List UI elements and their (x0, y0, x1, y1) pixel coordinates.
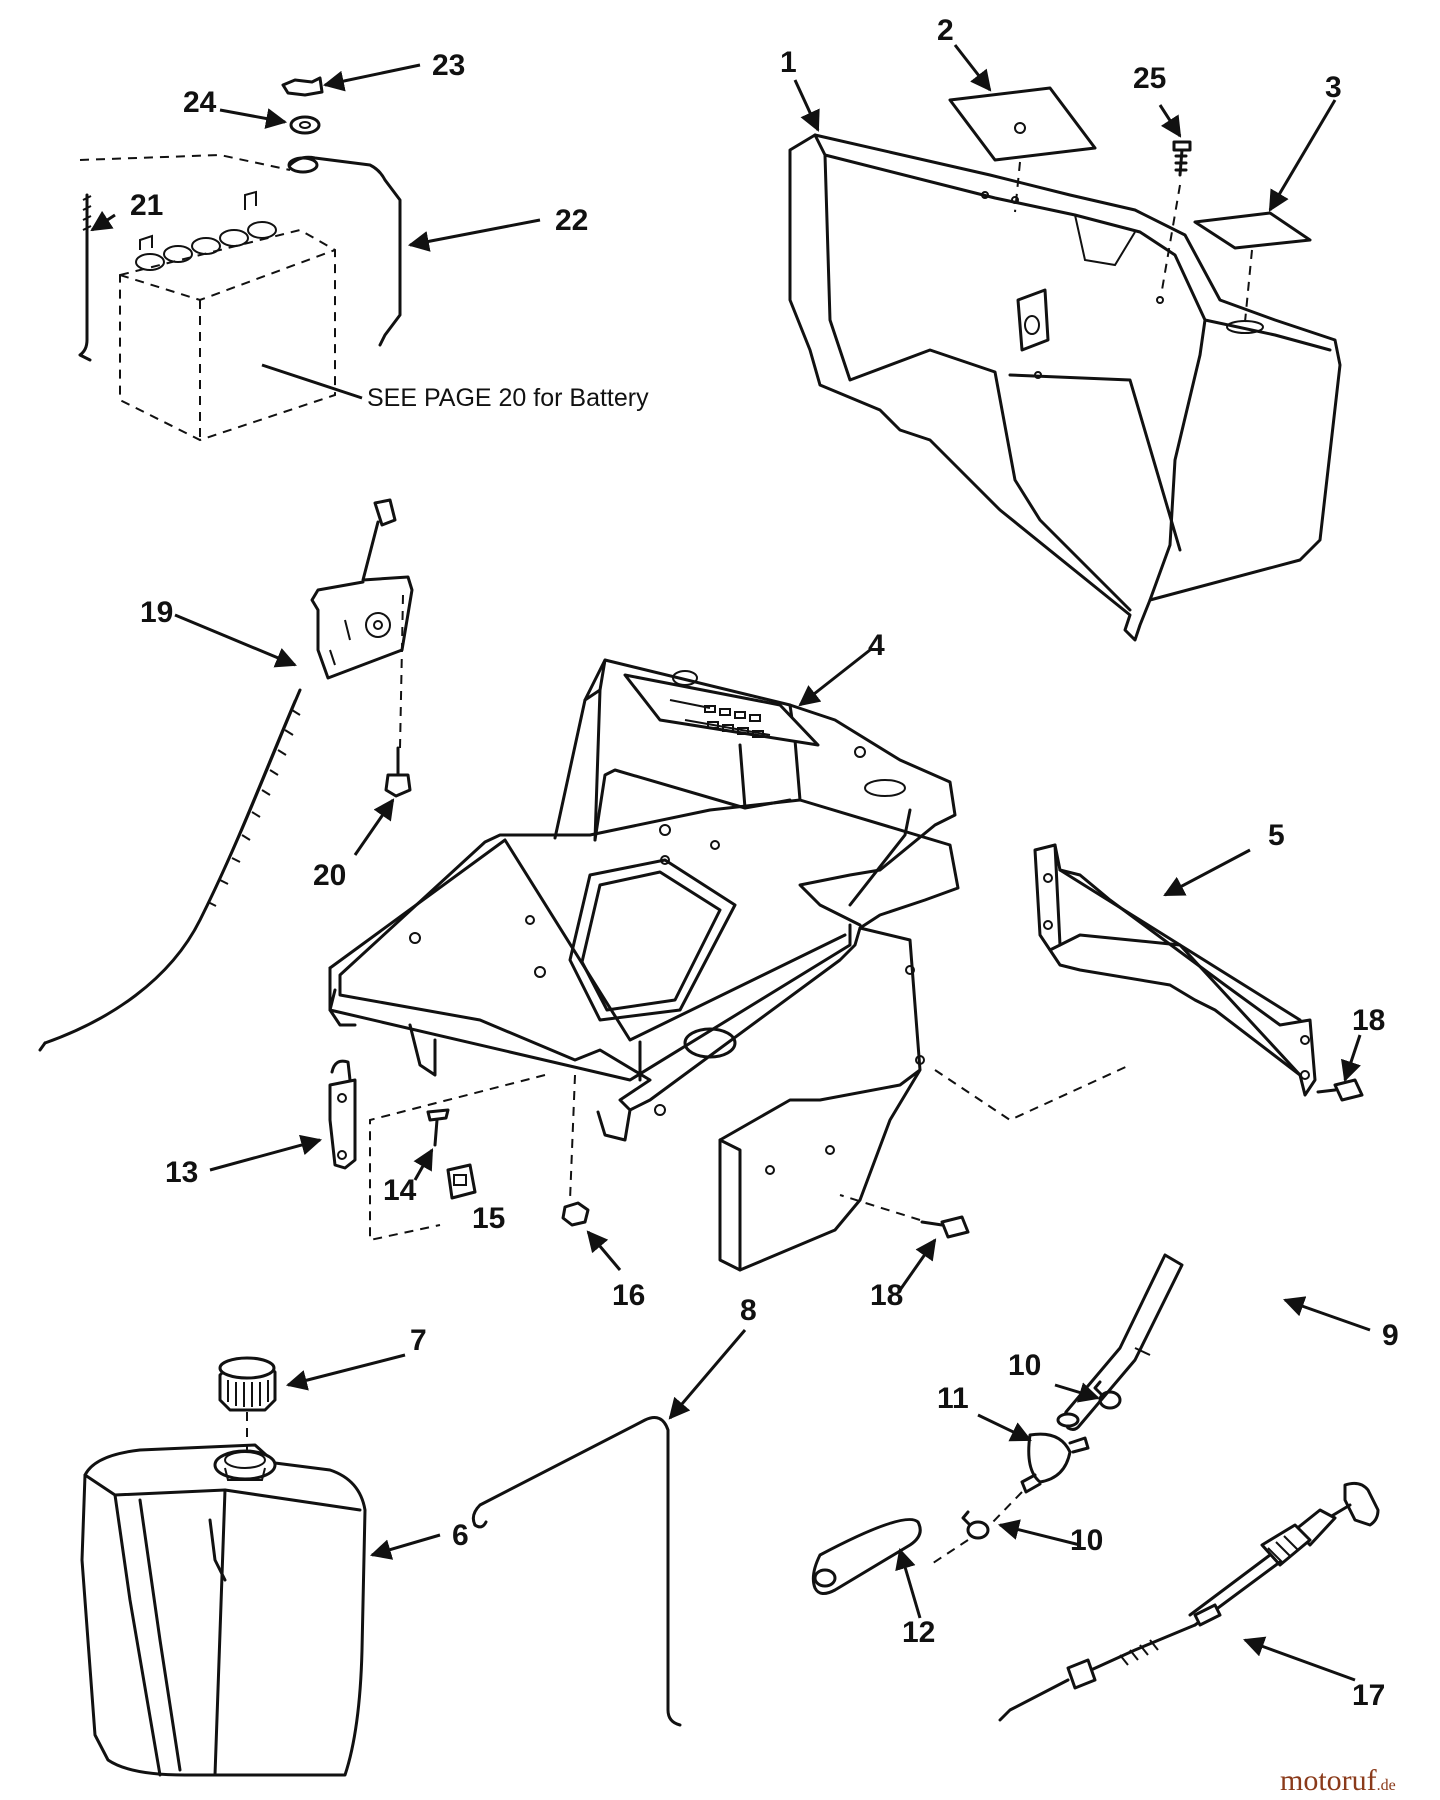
battery-hold-down-bracket (287, 155, 402, 347)
callout-11: 11 (937, 1382, 969, 1415)
throttle-control-assembly (38, 498, 414, 1052)
battery-note-leader (261, 363, 363, 400)
fuel-cap (218, 1356, 277, 1450)
clip-nut (446, 1163, 477, 1200)
hood-bolt (1172, 140, 1192, 177)
bolt-right-upper (1316, 1078, 1364, 1102)
choke-cable (998, 1481, 1380, 1722)
callout-21: 21 (130, 189, 163, 222)
callout-25: 25 (1133, 62, 1166, 95)
tank-strap-rod (471, 1416, 682, 1727)
hood-part (788, 133, 1342, 642)
battery-outline (79, 153, 336, 442)
fuel-tank (80, 1443, 367, 1777)
callout-6: 6 (452, 1519, 469, 1552)
callout-19: 19 (140, 596, 173, 629)
callout-8: 8 (740, 1294, 757, 1327)
callout-18b: 18 (870, 1279, 903, 1312)
callout-9: 9 (1382, 1319, 1399, 1352)
wing-nut (281, 76, 324, 97)
callout-22: 22 (555, 204, 588, 237)
callout-10b: 10 (1070, 1524, 1103, 1557)
callout-13: 13 (165, 1156, 198, 1189)
callout-24: 24 (183, 86, 217, 119)
throttle-screw (384, 594, 412, 798)
callout-16: 16 (612, 1279, 645, 1312)
callout-2: 2 (937, 14, 954, 47)
fuel-hose-lower (811, 1518, 922, 1595)
callout-leaders (90, 44, 1371, 1682)
frame-guide-lines (369, 1064, 1131, 1242)
fuel-filter (989, 1432, 1090, 1526)
callout-14: 14 (383, 1174, 417, 1207)
side-bracket (1033, 843, 1317, 1097)
hose-clamp-lower (929, 1510, 990, 1566)
callout-3: 3 (1325, 71, 1342, 104)
callout-10a: 10 (1008, 1349, 1041, 1382)
callout-7: 7 (410, 1324, 427, 1357)
callout-17: 17 (1352, 1679, 1385, 1712)
callout-5: 5 (1268, 819, 1285, 852)
callout-23: 23 (432, 49, 465, 82)
bolt-lower (839, 1194, 970, 1239)
callout-18a: 18 (1352, 1004, 1385, 1037)
watermark-suffix: .de (1377, 1777, 1396, 1794)
callout-1: 1 (780, 46, 797, 79)
battery-note: SEE PAGE 20 for Battery (367, 384, 649, 412)
callout-20: 20 (313, 859, 346, 892)
hex-nut (561, 1201, 590, 1227)
callout-4: 4 (868, 629, 885, 662)
decal-plate-side (1193, 211, 1312, 250)
latch-hook (328, 1059, 357, 1170)
washer (289, 115, 321, 135)
battery-hold-down-rod (78, 193, 92, 362)
hood-guide-lines (1014, 161, 1253, 323)
callout-15: 15 (472, 1202, 505, 1235)
decal-plate-top (948, 86, 1097, 162)
callout-12: 12 (902, 1616, 935, 1649)
frame-part (328, 658, 960, 1272)
watermark-brand: motoruf (1280, 1764, 1377, 1797)
watermark: motoruf.de (1280, 1764, 1396, 1797)
screw-small (426, 1108, 450, 1147)
